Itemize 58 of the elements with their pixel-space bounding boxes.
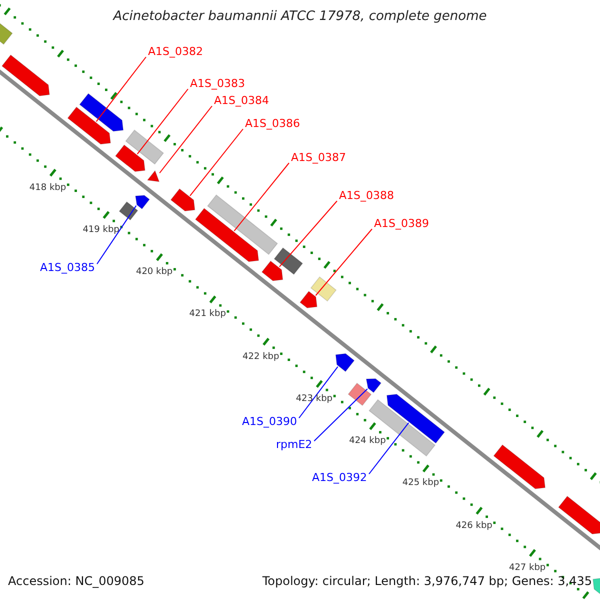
gene-feature	[146, 170, 160, 182]
scale-label: 425 kbp	[402, 477, 440, 490]
gene-label: A1S_0389	[374, 217, 429, 231]
gene-feature	[170, 188, 196, 212]
genome-summary-text: Topology: circular; Length: 3,976,747 bp; Genes: 3,435	[262, 574, 592, 588]
gene-block	[274, 247, 304, 275]
gene-feature	[1, 54, 50, 96]
gene-feature	[114, 144, 146, 172]
gene-label: A1S_0383	[190, 77, 245, 91]
gene-feature	[558, 496, 600, 534]
gene-feature	[79, 93, 124, 132]
gene-label: A1S_0384	[214, 94, 269, 108]
gene-feature	[194, 208, 260, 262]
gene-block	[310, 276, 337, 302]
gene-label: A1S_0385	[40, 261, 95, 275]
map-title: Acinetobacter baumannii ATCC 17978, complete genome	[112, 10, 488, 24]
leader-line	[190, 128, 244, 196]
gene-feature	[67, 106, 111, 145]
gene-label: A1S_0388	[339, 189, 394, 203]
gene-feature	[366, 378, 382, 394]
gene-block	[0, 22, 13, 45]
accession-text: Accession: NC_009085	[8, 574, 144, 588]
gene-feature	[261, 260, 284, 282]
leader-line	[368, 422, 410, 474]
leader-line	[314, 388, 368, 442]
scale-label: 421 kbp	[189, 308, 226, 322]
leader-line	[298, 366, 338, 418]
scale-label: 422 kbp	[242, 350, 280, 364]
gene-label: A1S_0392	[312, 471, 367, 485]
leader-line	[136, 88, 188, 155]
gene-label: A1S_0386	[245, 117, 300, 131]
gene-block	[118, 201, 138, 221]
gene-feature	[335, 353, 355, 372]
gene-block	[348, 382, 372, 406]
gene-label: rpmE2	[276, 438, 312, 452]
gene-feature	[300, 290, 318, 308]
scale-label: 424 kbp	[349, 435, 386, 448]
scale-label: 427 kbp	[508, 562, 546, 575]
leader-line	[315, 228, 372, 296]
leader-line	[234, 162, 290, 232]
leader-line	[278, 200, 338, 268]
scale-label: 420 kbp	[136, 266, 173, 280]
leader-line	[96, 56, 146, 122]
gene-feature	[386, 394, 446, 444]
scale-label: 418 kbp	[29, 182, 66, 195]
gene-block	[125, 130, 164, 165]
gene-label: A1S_0382	[148, 45, 203, 59]
scale-label: 419 kbp	[82, 224, 120, 237]
leader-line	[159, 106, 212, 174]
gene-feature	[135, 194, 150, 210]
scale-label: 426 kbp	[456, 520, 492, 533]
gene-label: A1S_0387	[291, 151, 346, 165]
gene-label: A1S_0390	[242, 415, 297, 429]
leader-line	[96, 205, 137, 264]
gene-block	[368, 399, 436, 457]
gene-feature	[493, 444, 546, 490]
scale-label: 423 kbp	[296, 392, 333, 406]
gene-block	[207, 194, 278, 255]
